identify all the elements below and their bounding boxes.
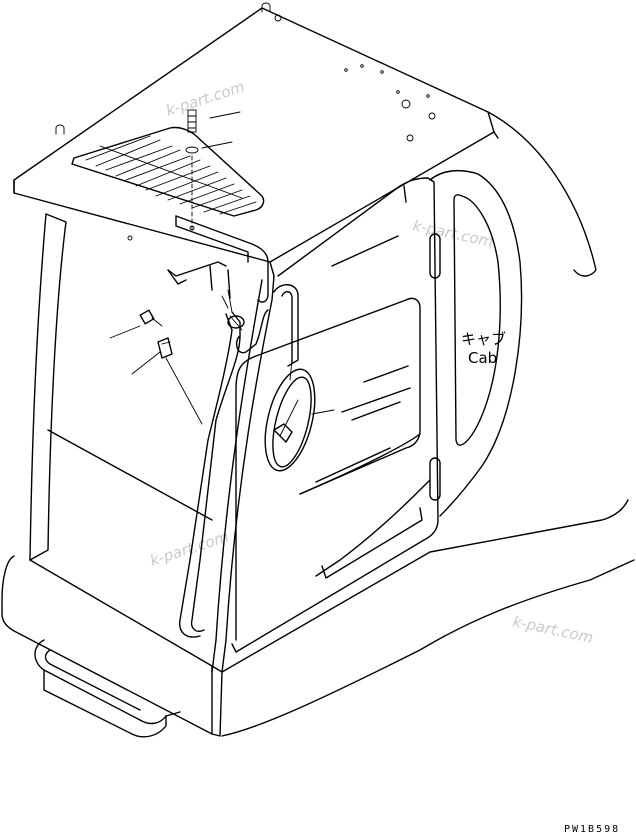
drawing-code: PW1B598 [564,824,620,835]
clip-icon [131,337,203,425]
door-handle [235,284,299,367]
mirror-icon [264,359,335,472]
watermark-bottom: k-part.com [511,612,595,647]
mirror-bracket [167,215,269,303]
bolt-icon [187,109,241,133]
washer-icon [185,141,233,233]
cab-body [1,213,635,738]
wire-harness [179,289,245,638]
watermark-right: k-part.com [411,216,495,251]
cab-label-jp: キャブ [461,330,506,348]
roof-vent [71,126,265,217]
roof [13,2,597,277]
screw-icon [109,309,163,339]
cab-door [231,169,523,653]
cab-label-en: Cab [468,349,497,367]
